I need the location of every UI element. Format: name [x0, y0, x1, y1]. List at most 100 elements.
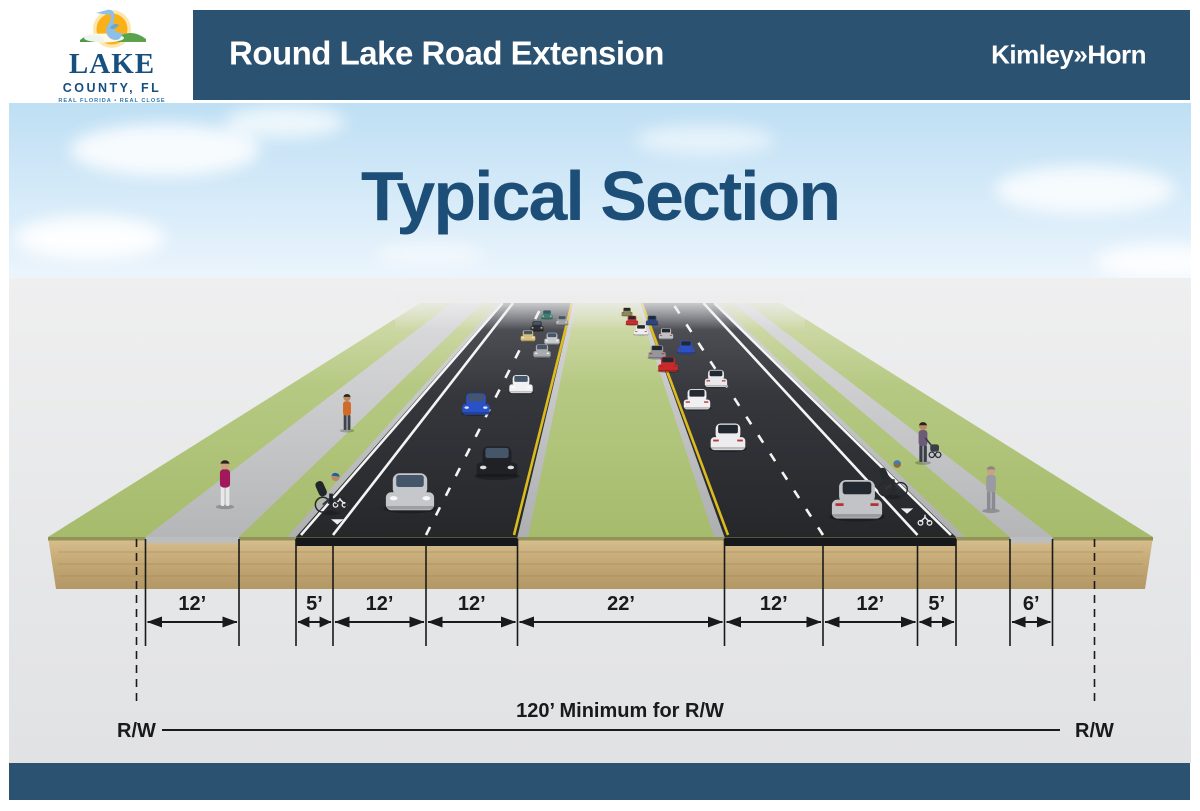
- logo-line1: LAKE: [68, 48, 156, 80]
- car-cabin: [680, 340, 692, 349]
- car-body: [683, 399, 711, 410]
- taillight: [659, 365, 663, 367]
- car-shadow: [633, 333, 649, 337]
- dimension-arrowhead: [824, 616, 840, 628]
- car-shadow: [676, 351, 696, 355]
- band-right-curb: [715, 303, 965, 537]
- car-bumper: [533, 356, 551, 358]
- band-grass-corridor: [48, 303, 1153, 537]
- car-window: [514, 375, 528, 382]
- car-cabin: [839, 479, 875, 504]
- headlight: [546, 352, 550, 355]
- dimension-arrowhead: [806, 616, 822, 628]
- bike-lane-symbol: [900, 508, 933, 526]
- bike-wheel: [331, 496, 348, 513]
- car-bumper: [621, 315, 633, 316]
- person-cycle: [314, 472, 348, 516]
- dimension-arrowhead: [409, 616, 425, 628]
- dimension-label: 5’: [306, 593, 323, 615]
- car-bumper: [634, 334, 648, 335]
- car-bumper: [658, 338, 674, 340]
- car-bumper: [625, 324, 639, 325]
- bike-lane-arrow: [331, 519, 344, 525]
- car-shadow: [647, 356, 667, 360]
- car-cabin: [522, 330, 534, 337]
- cross-section-face: [48, 537, 1153, 589]
- person-leg: [343, 414, 347, 430]
- taillight: [685, 401, 690, 403]
- person-head: [986, 466, 996, 475]
- headlight: [531, 327, 534, 329]
- taillight: [644, 331, 647, 332]
- taillight: [713, 439, 719, 442]
- person-shadow: [215, 504, 235, 510]
- person-leg: [225, 486, 230, 506]
- car-body: [530, 326, 544, 332]
- car-shadow: [543, 342, 561, 346]
- car-bumper: [555, 324, 569, 325]
- helmet: [893, 460, 901, 464]
- headlight: [483, 406, 488, 409]
- car-front: [460, 393, 492, 417]
- car-window: [661, 328, 671, 333]
- dirt-face: [48, 537, 1153, 589]
- band-left-roadway: [296, 303, 574, 537]
- car-front: [474, 446, 520, 481]
- headlight: [555, 339, 559, 342]
- cloud-shape: [1095, 244, 1200, 280]
- headlight: [464, 406, 469, 409]
- car-bumper: [476, 474, 518, 477]
- car-shadow: [555, 323, 569, 326]
- car-front: [529, 321, 545, 332]
- car-cabin: [687, 389, 707, 402]
- car-rear: [657, 356, 679, 373]
- person-torso: [219, 469, 231, 488]
- dimension-label: 6’: [1023, 593, 1040, 615]
- car-shadow: [703, 384, 729, 389]
- car-cabin: [708, 369, 724, 381]
- person-head: [220, 460, 230, 470]
- car-front: [532, 344, 552, 359]
- dimension-arrowhead: [297, 616, 310, 628]
- headlight: [556, 321, 559, 323]
- helmet: [331, 472, 340, 477]
- bike-frame: [322, 496, 340, 506]
- car-front: [383, 473, 437, 514]
- bike-wheel: [314, 496, 331, 513]
- car-window: [558, 316, 566, 320]
- car-body: [541, 314, 553, 320]
- headlight: [545, 339, 549, 342]
- overall-dimension-label: 120’ Minimum for R/W: [516, 700, 724, 722]
- car-bumper: [530, 330, 544, 331]
- dimension-arrowhead: [708, 616, 723, 628]
- headlight: [521, 336, 525, 339]
- vehicles: [383, 307, 885, 522]
- edge-line-white: [713, 302, 952, 536]
- logo-line2: COUNTY, FL: [62, 81, 162, 95]
- cloud-shape: [635, 125, 775, 155]
- taillight: [690, 348, 694, 350]
- edge-line-yellow: [640, 302, 730, 536]
- car-window: [533, 321, 541, 325]
- person-stroller: [915, 422, 942, 465]
- edge-line-white: [702, 302, 919, 536]
- taillight: [659, 334, 663, 336]
- car-body: [677, 347, 695, 354]
- car-rear: [645, 315, 659, 326]
- person-leg: [220, 485, 225, 506]
- car-rear: [658, 328, 674, 341]
- dimension-arrowhead: [427, 616, 443, 628]
- car-body: [462, 404, 490, 415]
- bike-lane-symbol: [331, 496, 348, 525]
- person-shadow: [915, 460, 931, 465]
- car-front: [555, 315, 569, 326]
- car-rear: [625, 315, 639, 326]
- taillight: [870, 503, 879, 506]
- person-hair: [986, 466, 996, 470]
- dimension-arrowhead: [1036, 616, 1051, 628]
- edge-line-white: [300, 302, 504, 536]
- dimension-arrowhead: [334, 616, 350, 628]
- car-front: [519, 330, 537, 343]
- lane-lines: [300, 302, 952, 536]
